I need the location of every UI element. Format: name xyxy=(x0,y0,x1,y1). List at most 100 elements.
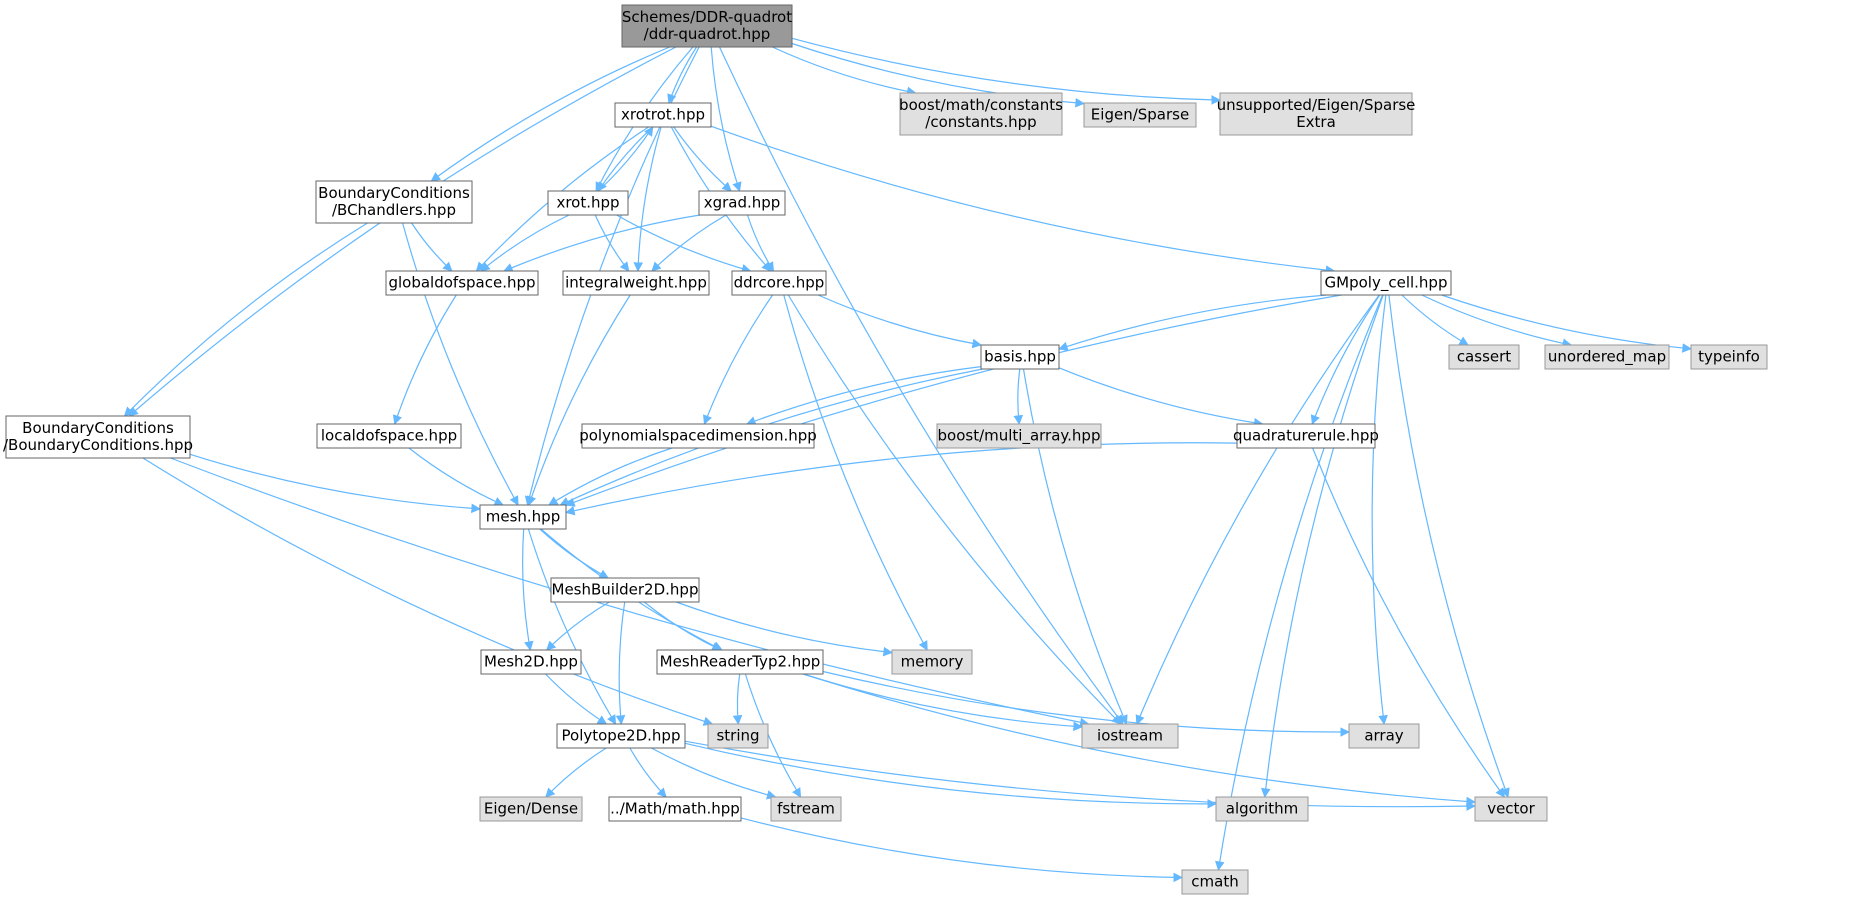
node-xgrad[interactable]: xgrad.hpp xyxy=(698,190,786,216)
node-box-memory xyxy=(891,649,973,675)
node-label-memory: memory xyxy=(901,653,964,671)
node-label-array: array xyxy=(1364,727,1403,745)
node-label-unsup_eigen-line2: Extra xyxy=(1296,113,1336,131)
node-box-vector xyxy=(1474,796,1548,822)
node-label-bchandlers-line2: /BChandlers.hpp xyxy=(332,201,456,219)
edge-root-to-unsup_eigen xyxy=(791,37,1221,105)
node-label-cassert: cassert xyxy=(1457,348,1511,366)
edge-meshbuilder-to-memory xyxy=(675,601,893,657)
edge-meshreader-to-vector xyxy=(802,673,1476,807)
node-label-typeinfo: typeinfo xyxy=(1698,348,1760,366)
edge-meshreader-to-array xyxy=(822,670,1350,737)
edge-mesh-to-mesh2d xyxy=(522,528,534,651)
node-label-bchandlers-line1: BoundaryConditions xyxy=(318,184,470,202)
node-mesh2d[interactable]: Mesh2D.hpp xyxy=(480,649,582,675)
edge-xgrad-to-globaldof xyxy=(503,214,701,273)
node-label-root-line1: Schemes/DDR-quadrot xyxy=(622,8,792,26)
node-label-boost_multi: boost/multi_array.hpp xyxy=(938,427,1101,446)
node-label-quadrule: quadraturerule.hpp xyxy=(1233,427,1379,445)
edge-basis-to-polyspacedim xyxy=(746,366,982,426)
node-meshbuilder[interactable]: MeshBuilder2D.hpp xyxy=(550,577,700,603)
node-localdof[interactable]: localdofspace.hpp xyxy=(316,423,462,449)
edge-globaldof-to-localdof xyxy=(392,294,457,425)
edge-gmpoly-to-array xyxy=(1371,294,1388,725)
node-box-polytope xyxy=(556,723,686,749)
edge-root-to-xrotrot xyxy=(667,46,698,104)
node-label-globaldof: globaldofspace.hpp xyxy=(388,274,535,292)
node-label-intweight: integralweight.hpp xyxy=(565,274,707,292)
edge-xrotrot-to-intweight xyxy=(633,126,662,272)
node-box-mesh xyxy=(479,504,567,530)
node-label-root-line2: /ddr-quadrot.hpp xyxy=(644,25,771,43)
node-label-xrot: xrot.hpp xyxy=(556,194,619,212)
node-label-xrotrot: xrotrot.hpp xyxy=(621,106,705,124)
node-bchandlers[interactable]: BoundaryConditions/BChandlers.hpp xyxy=(315,180,473,224)
edge-meshreader-to-fstream xyxy=(744,673,802,798)
node-mesh[interactable]: mesh.hpp xyxy=(479,504,567,530)
edge-polytope-to-mathhpp xyxy=(629,747,667,798)
edge-basis-to-iostream xyxy=(1022,368,1128,725)
edge-gmpoly-to-iostream xyxy=(1135,294,1380,725)
node-box-xgrad xyxy=(698,190,786,216)
node-xrotrot[interactable]: xrotrot.hpp xyxy=(614,102,712,128)
node-globaldof[interactable]: globaldofspace.hpp xyxy=(385,270,539,296)
node-label-string: string xyxy=(716,727,759,745)
edge-gmpoly-to-quadrule xyxy=(1310,294,1381,425)
node-boost_const: boost/math/constants/constants.hpp xyxy=(899,92,1063,136)
node-polytope[interactable]: Polytope2D.hpp xyxy=(556,723,686,749)
node-typeinfo: typeinfo xyxy=(1690,344,1768,370)
edge-polyspacedim-to-mesh xyxy=(548,447,673,506)
node-bcond[interactable]: BoundaryConditions/BoundaryConditions.hp… xyxy=(3,415,193,459)
node-box-gmpoly xyxy=(1320,270,1452,296)
edge-root-to-xgrad xyxy=(710,46,742,192)
node-box-meshbuilder xyxy=(550,577,700,603)
node-ddrcore[interactable]: ddrcore.hpp xyxy=(731,270,827,296)
node-box-cassert xyxy=(1448,344,1520,370)
node-intweight[interactable]: integralweight.hpp xyxy=(562,270,710,296)
node-quadrule[interactable]: quadraturerule.hpp xyxy=(1233,423,1379,449)
node-label-mesh2d: Mesh2D.hpp xyxy=(484,653,578,671)
node-box-string xyxy=(707,723,769,749)
node-label-meshbuilder: MeshBuilder2D.hpp xyxy=(552,581,699,599)
node-box-eigen_dense xyxy=(479,796,583,822)
node-label-eigen_sparse: Eigen/Sparse xyxy=(1091,106,1189,124)
edge-bcond-to-mesh xyxy=(189,453,481,514)
node-cassert: cassert xyxy=(1448,344,1520,370)
node-box-mesh2d xyxy=(480,649,582,675)
edge-quadrule-to-mesh xyxy=(565,442,1238,516)
node-box-root xyxy=(621,4,793,48)
node-polyspacedim[interactable]: polynomialspacedimension.hpp xyxy=(579,423,817,449)
node-meshreader[interactable]: MeshReaderTyp2.hpp xyxy=(656,649,824,675)
edge-xrotrot-to-xrot xyxy=(597,126,654,192)
edge-xgrad-to-intweight xyxy=(651,214,727,272)
node-label-meshreader: MeshReaderTyp2.hpp xyxy=(660,653,821,671)
edge-root-to-bcond xyxy=(128,46,677,417)
edge-gmpoly-to-unordered_map xyxy=(1421,294,1573,348)
node-label-mathhpp: ../Math/math.hpp xyxy=(610,800,740,818)
node-box-meshreader xyxy=(656,649,824,675)
node-gmpoly[interactable]: GMpoly_cell.hpp xyxy=(1320,270,1452,296)
edge-mesh2d-to-polytope xyxy=(545,673,608,725)
node-box-localdof xyxy=(316,423,462,449)
node-mathhpp[interactable]: ../Math/math.hpp xyxy=(608,796,742,822)
node-label-polytope: Polytope2D.hpp xyxy=(562,727,681,745)
node-label-ddrcore: ddrcore.hpp xyxy=(734,274,825,292)
edge-root-to-bchandlers xyxy=(430,46,670,182)
edge-ddrcore-to-iostream xyxy=(787,294,1122,725)
node-basis[interactable]: basis.hpp xyxy=(980,344,1060,370)
node-box-array xyxy=(1348,723,1420,749)
node-algorithm: algorithm xyxy=(1215,796,1309,822)
edge-ddrcore-to-memory xyxy=(783,294,928,651)
edge-root-to-boost_const xyxy=(772,46,917,97)
node-eigen_dense: Eigen/Dense xyxy=(479,796,583,822)
node-boost_multi: boost/multi_array.hpp xyxy=(936,423,1102,449)
node-vector: vector xyxy=(1474,796,1548,822)
edge-quadrule-to-vector xyxy=(1312,447,1505,798)
node-xrot[interactable]: xrot.hpp xyxy=(547,190,629,216)
node-box-quadrule xyxy=(1236,423,1376,449)
node-label-bcond-line2: /BoundaryConditions.hpp xyxy=(3,436,193,454)
node-label-boost_const-line2: /constants.hpp xyxy=(925,113,1036,131)
node-box-iostream xyxy=(1081,723,1179,749)
node-root[interactable]: Schemes/DDR-quadrot/ddr-quadrot.hpp xyxy=(621,4,793,48)
node-box-intweight xyxy=(562,270,710,296)
